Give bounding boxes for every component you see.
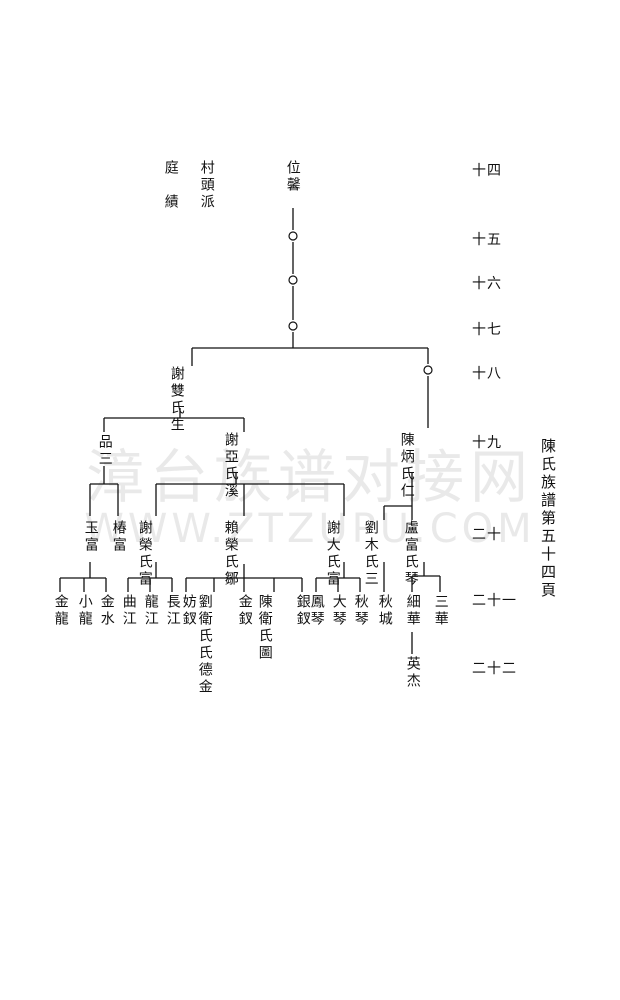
generation-label-16: 十六	[472, 276, 502, 292]
generation-label-21: 二十一	[472, 593, 517, 609]
person-qujiang: 曲江	[120, 594, 137, 628]
person-yufu: 玉富	[82, 520, 99, 554]
person-jinshui: 金水	[98, 594, 115, 628]
generation-label-19: 十九	[472, 435, 502, 451]
person-chen-wei-tu: 陳衛氏圖	[256, 594, 273, 662]
person-liu-wei-de-jin: 劉衛氏氏德金	[196, 594, 213, 696]
person-xiaolong: 小龍	[76, 594, 93, 628]
person-xie-yaxi: 謝亞氏溪	[222, 432, 239, 500]
person-changjiang: 長江	[164, 594, 181, 628]
person-xie-shuangsheng: 謝雙氏生	[168, 366, 185, 434]
generation-label-18: 十八	[472, 366, 502, 382]
person-qiuqin: 秋琴	[352, 594, 369, 628]
clan-line-title: 庭績	[162, 160, 179, 228]
page-label: 陳氏族譜第五十四頁	[539, 438, 557, 600]
person-jinlong: 金龍	[52, 594, 69, 628]
person-lu-fuqin: 盧富氏琴	[402, 520, 419, 588]
generation-label-20: 二十	[472, 527, 502, 543]
generation-label-14: 十四	[472, 163, 502, 179]
watermark-url: WWW.ZTZUPU.COM	[84, 506, 536, 552]
person-lai-rongzou: 賴榮氏鄒	[222, 520, 239, 588]
person-yinchai: 銀釵	[294, 594, 311, 628]
person-xie-rongfu: 謝榮氏富	[136, 520, 153, 588]
person-youchai: 妨釵	[180, 594, 197, 628]
person-liu-musan: 劉木氏三	[362, 520, 379, 588]
watermark: 漳台族谱对接网 WWW.ZTZUPU.COM	[20, 430, 600, 552]
person-qiucheng: 秋城	[376, 594, 393, 628]
person-chunfu: 椿富	[110, 520, 127, 554]
person-xihua: 細華	[404, 594, 421, 628]
generation-label-17: 十七	[472, 322, 502, 338]
person-longjiang: 龍江	[142, 594, 159, 628]
person-weixin: 位馨	[284, 160, 301, 194]
person-xie-dafu: 謝大氏富	[324, 520, 341, 588]
person-yingjie: 英杰	[404, 656, 421, 690]
generation-label-15: 十五	[472, 232, 502, 248]
person-daqin: 大琴	[330, 594, 347, 628]
watermark-text: 漳台族谱对接网	[85, 443, 534, 511]
person-chen-bingren: 陳炳氏仁	[398, 432, 415, 500]
branch-title: 村頭派	[198, 160, 215, 211]
person-pinsan: 品三	[96, 434, 113, 468]
generation-label-22: 二十二	[472, 661, 517, 677]
person-jinchai: 金釵	[236, 594, 253, 628]
person-sanhua: 三華	[432, 594, 449, 628]
person-fengqin: 鳳琴	[308, 594, 325, 628]
